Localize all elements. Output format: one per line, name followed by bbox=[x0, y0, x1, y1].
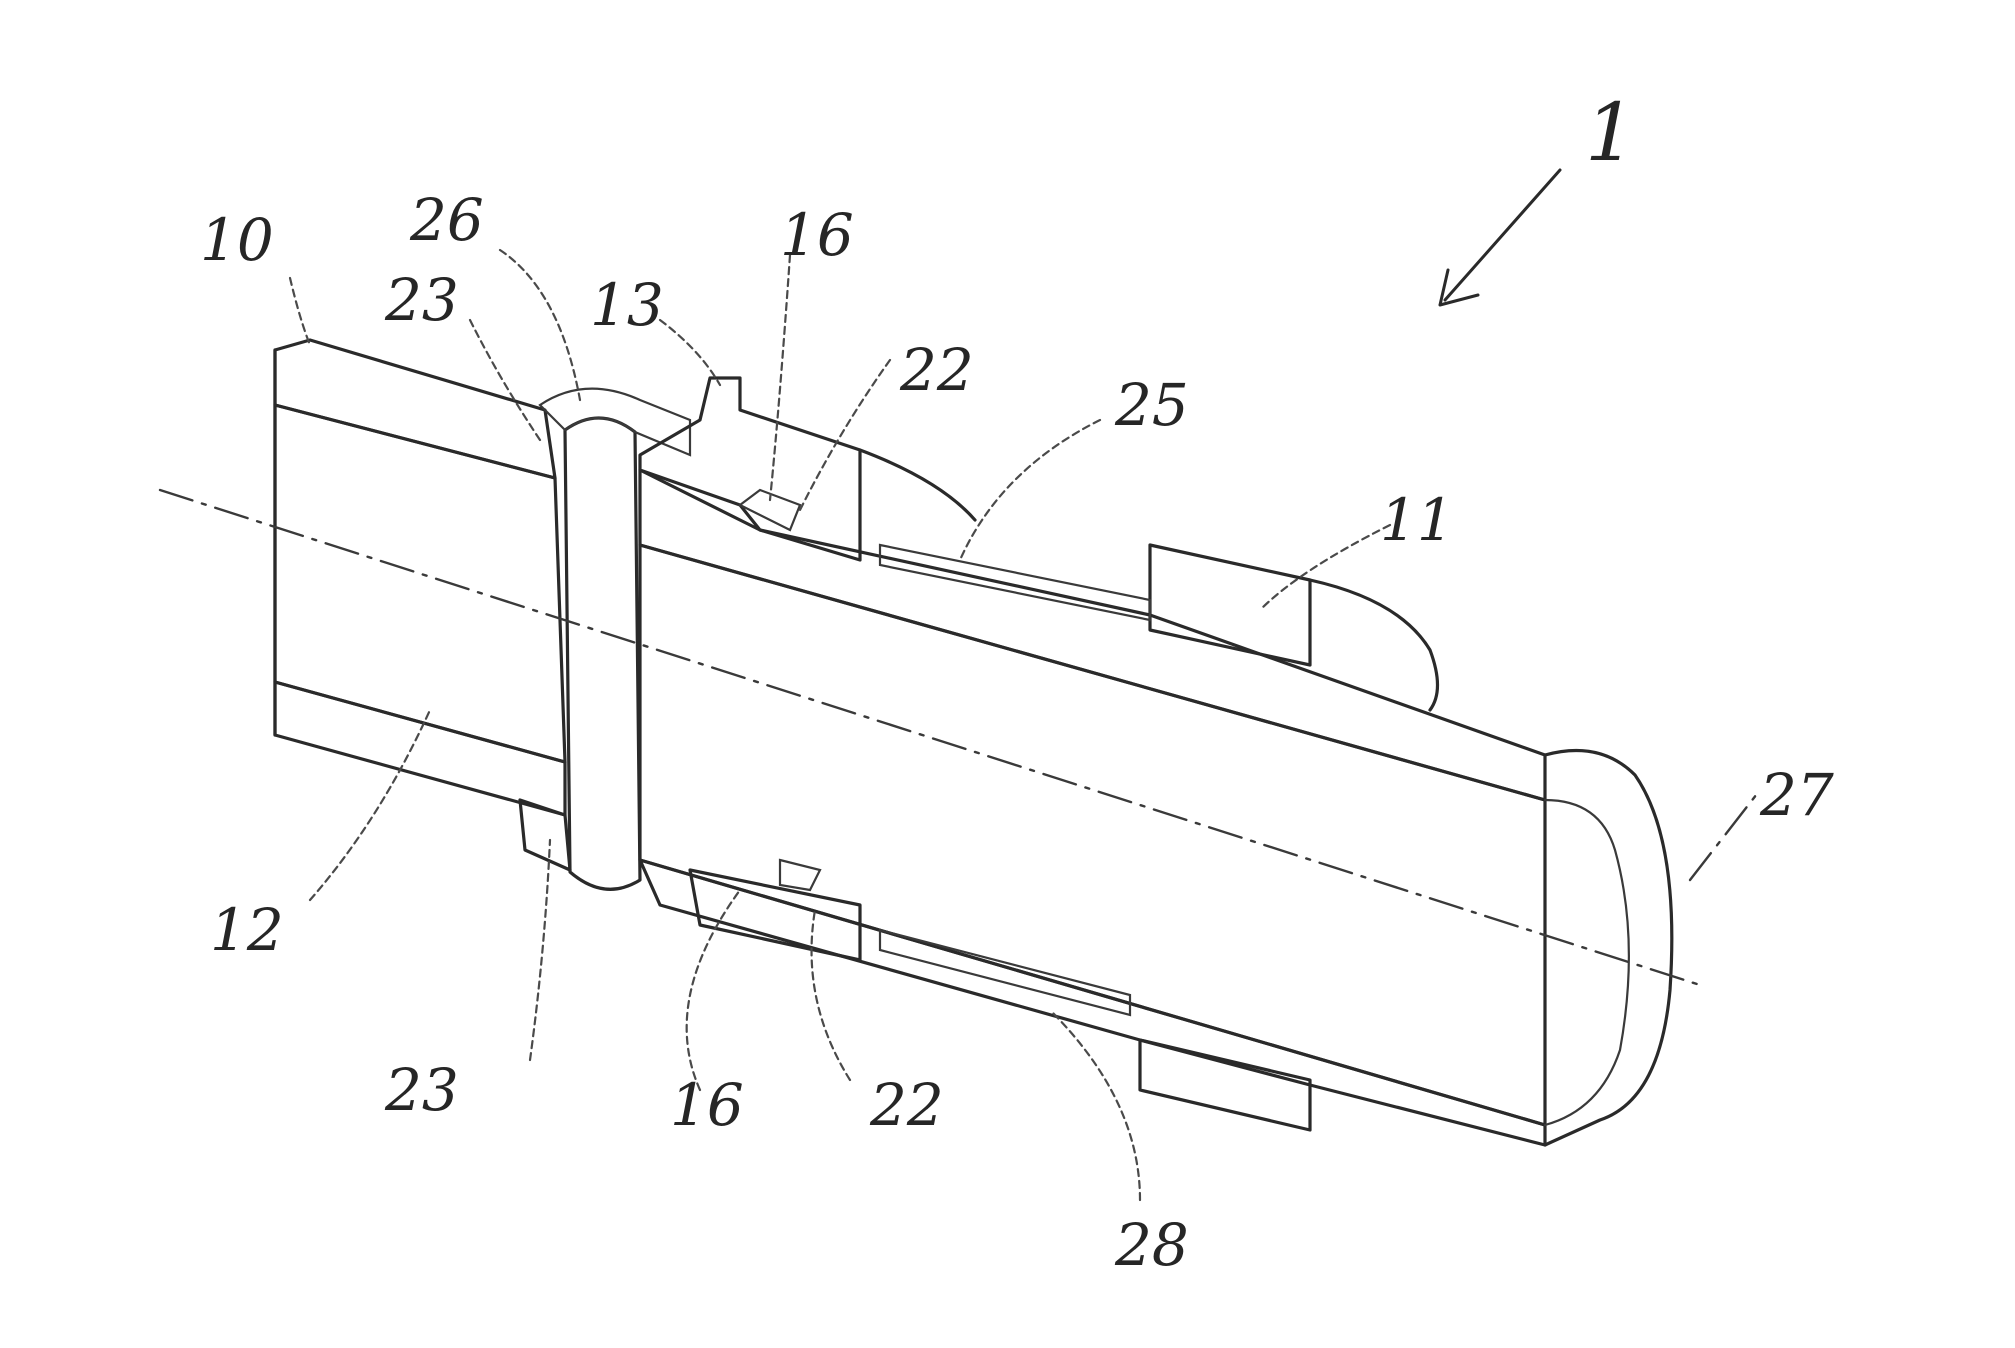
ring-13-outer-contour bbox=[860, 450, 975, 520]
pin-26-top-cap bbox=[540, 389, 690, 455]
pin-26-body bbox=[565, 418, 640, 889]
spring-25-coil bbox=[880, 545, 1150, 620]
label-ref-11: 11 bbox=[1380, 486, 1454, 554]
leader-11 bbox=[1260, 525, 1390, 610]
label-ref-16-top: 16 bbox=[780, 201, 854, 269]
assembly-arrow bbox=[1440, 170, 1560, 305]
leader-28 bbox=[1050, 1010, 1140, 1200]
label-ref-22-top: 22 bbox=[899, 336, 974, 404]
ring-13-section bbox=[640, 378, 860, 560]
label-ref-23-bottom: 23 bbox=[384, 1056, 459, 1124]
sleeve-10-upper-wall bbox=[275, 340, 555, 478]
leader-16-top bbox=[770, 255, 790, 500]
leader-22-bottom bbox=[812, 910, 850, 1080]
label-ref-26: 26 bbox=[409, 186, 484, 254]
label-ref-16-bottom: 16 bbox=[670, 1071, 744, 1139]
leader-10 bbox=[290, 278, 310, 345]
label-assembly-1: 1 bbox=[1585, 86, 1636, 179]
label-ref-12: 12 bbox=[210, 896, 284, 964]
assembly-arrow-shaft bbox=[1445, 170, 1560, 300]
ring-11-section bbox=[1150, 545, 1310, 665]
label-ref-13: 13 bbox=[590, 271, 664, 339]
sleeve-10-lower-wall bbox=[275, 682, 565, 815]
lower-ring-28-section bbox=[1140, 1040, 1310, 1130]
ring-11 bbox=[1150, 545, 1438, 710]
label-ref-23-top: 23 bbox=[384, 266, 459, 334]
tube-end-inner-arc bbox=[1545, 800, 1629, 1125]
leader-26 bbox=[500, 250, 580, 400]
lower-seal-22 bbox=[780, 860, 820, 890]
label-ref-25: 25 bbox=[1114, 371, 1189, 439]
ring-13 bbox=[640, 378, 975, 560]
core-12-section bbox=[275, 405, 565, 762]
leader-25 bbox=[960, 420, 1100, 560]
tube-end-face bbox=[1545, 751, 1672, 1146]
leader-12 bbox=[310, 710, 430, 900]
label-ref-22-bottom: 22 bbox=[869, 1071, 944, 1139]
center-axis-27 bbox=[160, 490, 1700, 985]
label-ref-10: 10 bbox=[200, 206, 274, 274]
leader-23-top bbox=[470, 320, 540, 440]
spring-25 bbox=[880, 545, 1150, 620]
tube-lower-wall bbox=[640, 860, 1545, 1145]
leader-23-bottom bbox=[530, 840, 550, 1060]
label-ref-28: 28 bbox=[1114, 1211, 1189, 1279]
leader-13 bbox=[660, 320, 720, 385]
ring-11-outer-contour bbox=[1310, 580, 1438, 710]
tube-core-section bbox=[640, 545, 1545, 1125]
left-coupling-part-10 bbox=[275, 340, 565, 815]
label-ref-27: 27 bbox=[1759, 761, 1834, 829]
axis-27-tail bbox=[1690, 790, 1760, 880]
